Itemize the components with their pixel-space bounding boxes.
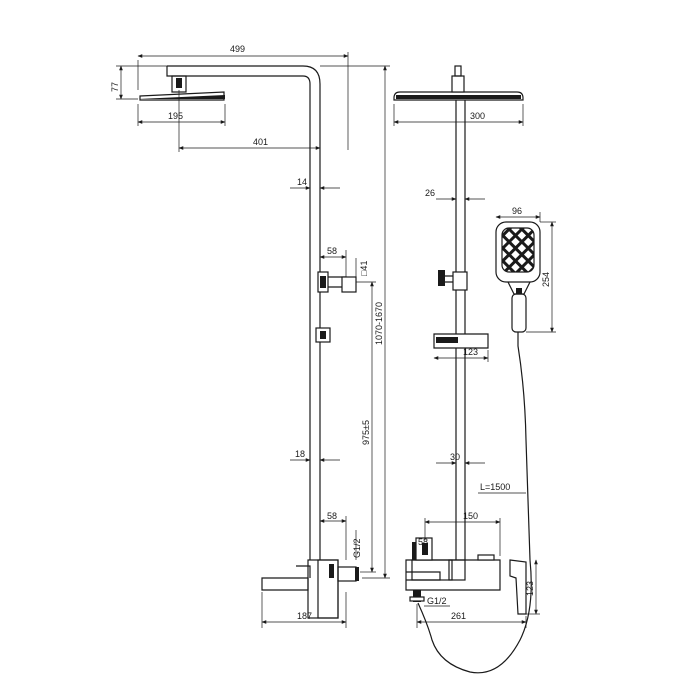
- mixer-body-front: [405, 559, 501, 591]
- inlet-front: [413, 590, 421, 602]
- dim-height-range: 1070-1670: [374, 302, 384, 345]
- dim-arm-reach: 401: [253, 137, 268, 147]
- spout-side: [261, 577, 309, 591]
- dim-mixer-bracket: 58: [327, 511, 337, 521]
- shower-arm: [167, 65, 321, 560]
- side-view: 499 77 195 401 14 58 □41 1070-1670 975±5…: [110, 44, 390, 628]
- dim-mixer-knob: 58: [418, 537, 428, 547]
- dim-hand-length: 254: [541, 272, 551, 287]
- hand-shower: [495, 221, 541, 333]
- slide-holder-front: [452, 271, 468, 291]
- dim-holder-width: 58: [327, 246, 337, 256]
- dim-mixer-height: 123: [525, 581, 535, 596]
- dim-holder-square: □41: [359, 261, 369, 276]
- dim-hand-width: 96: [512, 206, 522, 216]
- dim-pipe-top: 14: [297, 177, 307, 187]
- dim-head-height: 77: [110, 82, 120, 92]
- rain-head-side: [138, 95, 225, 99]
- dim-pipe-front-lower: 30: [450, 452, 460, 462]
- dim-inlet-side: G1/2: [352, 538, 362, 558]
- mixer-handle: [509, 559, 527, 615]
- dim-head-diameter: 300: [470, 111, 485, 121]
- dim-soap-tray: 123: [463, 347, 478, 357]
- dim-base-depth: 187: [297, 611, 312, 621]
- dim-pipe-front: 26: [425, 188, 435, 198]
- rain-head-front: [393, 91, 524, 101]
- dim-bottom-height: 975±5: [361, 420, 371, 445]
- dim-mixer-total: 261: [451, 611, 466, 621]
- rain-head-plate: [139, 91, 225, 101]
- front-view: 300 26 96 254 123 30 L=1500 150 58 123 G…: [393, 65, 556, 674]
- rain-head-neck-front: [451, 75, 465, 93]
- dim-hose-length: L=1500: [480, 482, 510, 492]
- mixer-wall-part: [337, 566, 357, 582]
- dim-inlet-front: G1/2: [427, 596, 447, 606]
- dim-mixer-span: 150: [463, 511, 478, 521]
- dim-pipe-lower: 18: [295, 449, 305, 459]
- dim-head-offset: 195: [168, 111, 183, 121]
- dim-total-width: 499: [230, 44, 245, 54]
- rain-head-cap: [176, 78, 182, 88]
